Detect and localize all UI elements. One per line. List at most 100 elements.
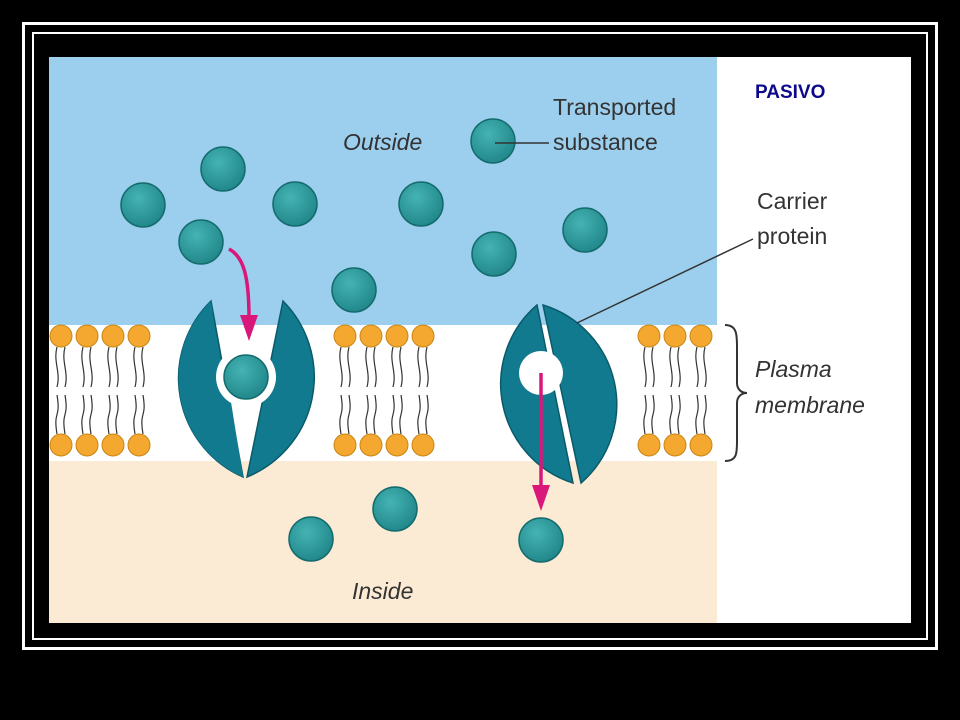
phospholipid-tail <box>133 346 137 388</box>
phospholipid-tail <box>677 394 681 435</box>
phospholipid-tail <box>703 394 707 435</box>
phospholipid-bilayer <box>49 324 713 457</box>
phospholipid-tail <box>669 394 673 435</box>
protein-half-left-a-body <box>178 301 243 477</box>
phospholipid-tail <box>347 394 351 435</box>
substance-particle <box>223 354 269 400</box>
phospholipid-tail <box>695 346 699 388</box>
phospholipid-head <box>359 324 383 348</box>
phospholipid-tail <box>669 346 673 388</box>
carrier-label-line2: protein <box>757 223 827 249</box>
transported-substance-particles <box>120 118 608 563</box>
phospholipid-tail <box>81 394 85 435</box>
arrow-into-protein-head <box>240 315 258 341</box>
phospholipid-tail <box>347 346 351 388</box>
substance-particle <box>331 267 377 313</box>
inside-label: Inside <box>352 578 413 604</box>
substance-particle <box>200 146 246 192</box>
phospholipid-head <box>637 324 661 348</box>
phospholipid-tail <box>651 346 655 388</box>
phospholipid-tail <box>391 346 395 388</box>
substance-particle <box>120 182 166 228</box>
plasma-label-line2: membrane <box>755 392 865 418</box>
plasma-label-line1: Plasma <box>755 356 832 382</box>
phospholipid-tail <box>141 394 145 435</box>
phospholipid-tail <box>63 346 67 388</box>
phospholipid-tail <box>677 346 681 388</box>
phospholipid-tail <box>365 394 369 435</box>
transported-label-line1: Transported <box>553 94 676 120</box>
diagram-canvas: Outside Inside Transported substance Car… <box>49 57 911 623</box>
outside-label: Outside <box>343 129 422 155</box>
phospholipid-tail <box>81 346 85 388</box>
phospholipid-head <box>663 324 687 348</box>
phospholipid-tail <box>107 394 111 435</box>
inner-frame <box>32 32 928 640</box>
phospholipid-head <box>101 324 125 348</box>
phospholipid-head <box>637 433 661 457</box>
phospholipid-head <box>411 433 435 457</box>
phospholipid-head <box>385 324 409 348</box>
phospholipid-head <box>411 324 435 348</box>
phospholipid-tail <box>417 394 421 435</box>
phospholipid-head <box>663 433 687 457</box>
transport-arrows <box>228 247 550 511</box>
substance-particle <box>562 207 608 253</box>
transported-label-line2: substance <box>553 129 658 155</box>
phospholipid-tail <box>643 394 647 435</box>
phospholipid-tail <box>133 394 137 435</box>
phospholipid-tail <box>55 394 59 435</box>
substance-particle <box>518 517 564 563</box>
phospholipid-tail <box>399 346 403 388</box>
phospholipid-tail <box>425 346 429 388</box>
carrier-protein-diagram: Outside Inside Transported substance Car… <box>49 57 865 623</box>
phospholipid-head <box>75 324 99 348</box>
phospholipid-tail <box>425 394 429 435</box>
substance-particle <box>272 181 318 227</box>
protein-half-right-b <box>542 303 618 485</box>
carrier-protein-right <box>500 303 618 485</box>
phospholipid-tail <box>373 346 377 388</box>
phospholipid-head <box>689 324 713 348</box>
phospholipid-head <box>333 324 357 348</box>
phospholipid-tail <box>703 346 707 388</box>
phospholipid-head <box>49 324 73 348</box>
phospholipid-tail <box>141 346 145 388</box>
outer-frame <box>22 22 938 650</box>
phospholipid-tail <box>89 346 93 388</box>
substance-particle <box>178 219 224 265</box>
carrier-leader-line <box>576 238 754 324</box>
arrow-out-of-protein-head <box>532 485 550 511</box>
carrier-label-line1: Carrier <box>757 188 828 214</box>
phospholipid-tail <box>391 394 395 435</box>
phospholipid-head <box>333 433 357 457</box>
phospholipid-head <box>101 433 125 457</box>
substance-particle <box>470 118 516 164</box>
phospholipid-head <box>127 433 151 457</box>
substance-particle <box>398 181 444 227</box>
phospholipid-tail <box>63 394 67 435</box>
phospholipid-tail <box>107 346 111 388</box>
phospholipid-head <box>75 433 99 457</box>
phospholipid-tail <box>643 346 647 388</box>
phospholipid-head <box>385 433 409 457</box>
phospholipid-tail <box>339 394 343 435</box>
substance-particle <box>288 516 334 562</box>
protein-half-left-b <box>245 299 315 479</box>
phospholipid-head <box>359 433 383 457</box>
phospholipid-tail <box>695 394 699 435</box>
phospholipid-tail <box>651 394 655 435</box>
phospholipid-tail <box>115 346 119 388</box>
phospholipid-tail <box>399 394 403 435</box>
phospholipid-tail <box>55 346 59 388</box>
phospholipid-tail <box>89 394 93 435</box>
arrow-into-protein <box>228 247 251 320</box>
phospholipid-head <box>49 433 73 457</box>
phospholipid-tail <box>115 394 119 435</box>
phospholipid-tail <box>417 346 421 388</box>
membrane-bracket <box>724 324 748 462</box>
phospholipid-tail <box>373 394 377 435</box>
phospholipid-head <box>127 324 151 348</box>
pasivo-tag: PASIVO <box>755 82 825 103</box>
phospholipid-head <box>689 433 713 457</box>
